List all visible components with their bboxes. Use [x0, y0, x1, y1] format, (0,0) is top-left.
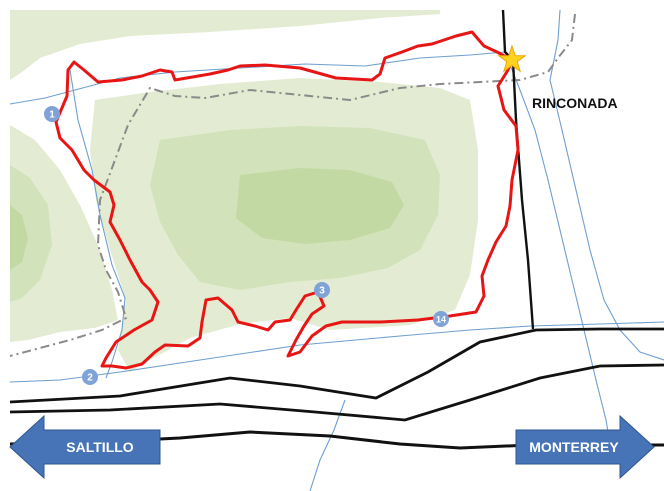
- waypoint-marker: [314, 282, 330, 298]
- arrow-left-icon: [9, 414, 161, 480]
- river-east-1: [504, 51, 613, 456]
- road-highway-upper: [9, 327, 664, 404]
- terrain-left-ridge: [10, 125, 118, 342]
- hiking-route: [54, 30, 520, 370]
- direction-label-monterrey: MONTERREY: [529, 439, 619, 455]
- terrain-left-core: [10, 205, 28, 270]
- waypoint-marker: [44, 106, 60, 122]
- direction-label-saltillo: SALTILLO: [66, 439, 134, 455]
- waypoint-label: 2: [87, 373, 93, 384]
- waypoint-marker: [433, 311, 449, 327]
- waypoint-label: 3: [319, 286, 325, 297]
- waypoint-1[interactable]: 1: [44, 106, 60, 122]
- waypoint-label: 14: [436, 315, 446, 325]
- terrain: [10, 10, 478, 372]
- direction-arrow-monterrey[interactable]: MONTERREY: [515, 414, 655, 480]
- waypoint-3[interactable]: 3: [314, 282, 330, 298]
- direction-arrow-saltillo[interactable]: SALTILLO: [9, 414, 161, 480]
- road-north: [501, 9, 535, 330]
- waypoint-14[interactable]: 14: [433, 311, 449, 327]
- star-icon: [497, 44, 527, 73]
- municipal-boundary: [9, 13, 576, 357]
- river-west: [69, 69, 126, 379]
- river-north: [9, 51, 506, 105]
- terrain-band-top: [10, 10, 440, 80]
- waypoint-label: 1: [49, 110, 55, 121]
- river-east-2: [549, 9, 664, 361]
- arrow-right-icon: [515, 414, 655, 480]
- terrain-main-dark: [236, 168, 404, 244]
- terrain-left-inner: [10, 165, 52, 302]
- place-label-rinconada: RINCONADA: [532, 95, 618, 111]
- road-highway-middle: [9, 363, 664, 422]
- waypoint-marker: [82, 369, 98, 385]
- waypoint-2[interactable]: 2: [82, 369, 98, 385]
